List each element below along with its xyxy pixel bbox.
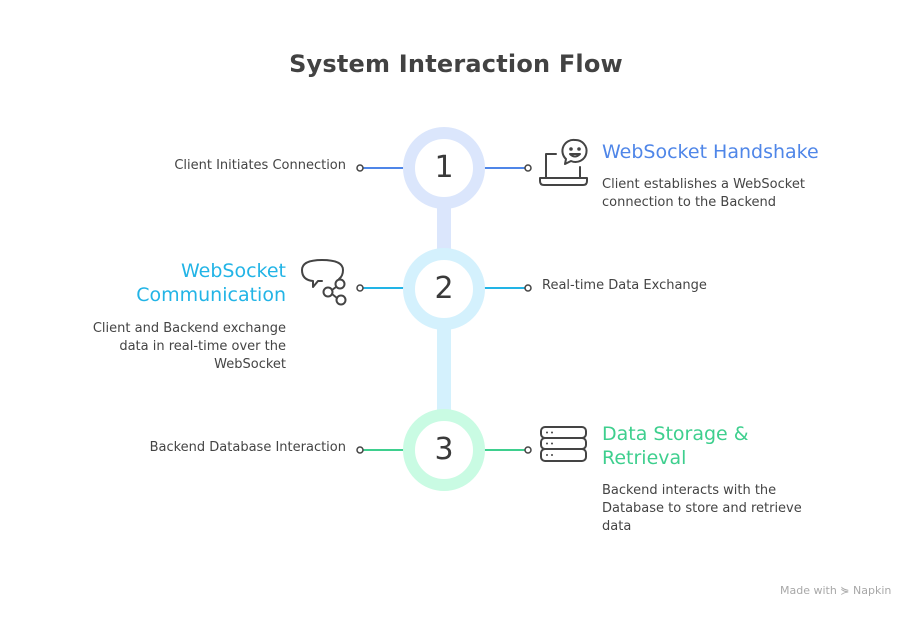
- step-2-ring: [403, 248, 485, 330]
- step-1-side-label: Client Initiates Connection: [174, 158, 346, 173]
- step-3-heading: Data Storage & Retrieval: [602, 422, 749, 470]
- step-1-right-dot: [524, 164, 532, 172]
- step-3-left-dot: [356, 446, 364, 454]
- step-2-heading: WebSocket Communication: [136, 259, 286, 307]
- step-2-description: Client and Backend exchange data in real…: [93, 320, 286, 374]
- description-line: connection to the Backend: [602, 195, 776, 210]
- step-3-number: 3: [434, 432, 454, 467]
- step-3-side-label: Backend Database Interaction: [149, 440, 346, 455]
- database-server-icon: [540, 426, 587, 462]
- description-line: data: [602, 519, 632, 534]
- step-2-number: 2: [434, 271, 454, 306]
- description-line: Client establishes a WebSocket: [602, 177, 805, 192]
- description-line: data in real-time over the: [119, 339, 286, 354]
- laptop-chat-icon: [539, 138, 588, 186]
- napkin-credit: Made with ⋟ Napkin: [780, 584, 892, 597]
- step-1-left-dot: [356, 164, 364, 172]
- step-1-node: [356, 127, 532, 209]
- diagram-title: System Interaction Flow: [289, 50, 623, 78]
- connector-2-3: [437, 326, 451, 416]
- step-3-right-dot: [524, 446, 532, 454]
- description-line: Backend interacts with the: [602, 483, 777, 498]
- heading-line: WebSocket: [180, 260, 286, 282]
- heading-line: Retrieval: [602, 447, 687, 469]
- step-1-heading: WebSocket Handshake: [602, 141, 819, 163]
- step-2-side-label: Real-time Data Exchange: [542, 278, 707, 293]
- step-2-right-dot: [524, 284, 532, 292]
- description-line: Database to store and retrieve: [602, 501, 802, 516]
- step-1-ring: [403, 127, 485, 209]
- heading-line: Data Storage &: [602, 423, 749, 445]
- step-3-description: Backend interacts with the Database to s…: [602, 482, 802, 536]
- step-3-ring: [403, 409, 485, 491]
- description-line: Client and Backend exchange: [92, 321, 286, 336]
- connector-1-2: [437, 205, 451, 255]
- description-line: WebSocket: [214, 357, 286, 372]
- step-2-left-dot: [356, 284, 364, 292]
- step-1-number: 1: [434, 150, 454, 185]
- step-2-node: [356, 248, 532, 330]
- step-3-node: [356, 409, 532, 491]
- step-1-description: Client establishes a WebSocket connectio…: [602, 176, 805, 212]
- chat-share-icon: [301, 259, 347, 306]
- heading-line: Communication: [136, 284, 286, 306]
